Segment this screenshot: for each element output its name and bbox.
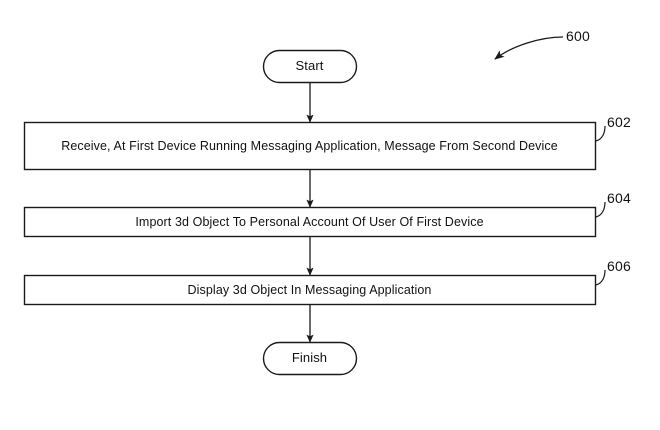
reference-numeral-step-2: 604	[607, 190, 631, 206]
node-start-shape	[262, 49, 358, 84]
node-step-2-shape	[23, 206, 597, 238]
reference-numeral-step-1: 602	[607, 114, 631, 130]
figure-reference-numeral: 600	[566, 28, 590, 44]
leader-step-3	[595, 269, 606, 286]
figure-leader-arrow	[494, 36, 564, 60]
node-step-1-shape	[23, 121, 597, 171]
node-step-3-shape	[23, 274, 597, 306]
leader-step-1	[595, 125, 606, 142]
node-finish-shape	[262, 341, 358, 376]
leader-step-2	[595, 201, 606, 218]
reference-numeral-step-3: 606	[607, 258, 631, 274]
